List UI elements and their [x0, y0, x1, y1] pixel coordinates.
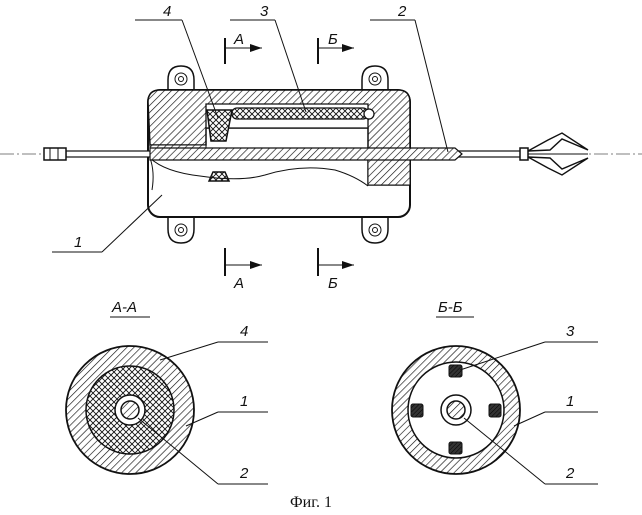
- section-marker-b-top: Б: [318, 31, 354, 64]
- section-marker-a-bottom: А: [225, 248, 262, 292]
- mounting-lug-bottom-right: [362, 216, 388, 243]
- section-mark-a-top: А: [233, 31, 244, 48]
- figure-caption: Фиг. 1: [290, 494, 332, 511]
- mounting-lug-bottom-left: [168, 216, 194, 243]
- label-aa-4: 4: [240, 323, 248, 340]
- leader-1-main: 1: [52, 195, 162, 252]
- coil-part-3: [232, 108, 368, 119]
- label-bb-1: 1: [566, 393, 574, 410]
- section-bb-view: Б-Б 3 1 2: [392, 299, 598, 484]
- label-part-1: 1: [74, 234, 82, 251]
- section-marker-a-top: А: [225, 31, 262, 64]
- leader-1-bb: 1: [514, 393, 598, 426]
- mounting-lug-top-left: [168, 66, 194, 92]
- label-part-3: 3: [260, 3, 269, 20]
- main-view: А Б А Б 4 3: [0, 3, 642, 292]
- mounting-lug-top-right: [362, 66, 388, 92]
- section-mark-a-bottom: А: [233, 275, 244, 292]
- lower-element: [209, 172, 229, 181]
- bb-coil-right: [489, 404, 501, 417]
- label-aa-1: 1: [240, 393, 248, 410]
- gripper-tool: [520, 133, 588, 175]
- section-mark-b-bottom: Б: [328, 275, 338, 292]
- left-connector: [44, 148, 66, 160]
- aa-rod: [121, 401, 139, 419]
- label-bb-2: 2: [565, 465, 575, 482]
- section-title-bb: Б-Б: [438, 299, 463, 316]
- label-part-2: 2: [397, 3, 407, 20]
- section-mark-b-top: Б: [328, 31, 338, 48]
- leader-3-bb: 3: [460, 323, 598, 370]
- label-bb-3: 3: [566, 323, 575, 340]
- bb-coil-left: [411, 404, 423, 417]
- label-aa-2: 2: [239, 465, 249, 482]
- section-marker-b-bottom: Б: [318, 248, 354, 292]
- section-title-aa: А-А: [111, 299, 137, 316]
- label-part-4: 4: [163, 3, 171, 20]
- section-aa-view: А-А 4 1 2: [66, 299, 268, 484]
- bb-coil-bottom: [449, 442, 462, 454]
- leader-4-aa: 4: [160, 323, 268, 360]
- bb-rod: [447, 401, 465, 419]
- bb-coil-top: [449, 365, 462, 377]
- leader-1-aa: 1: [186, 393, 268, 426]
